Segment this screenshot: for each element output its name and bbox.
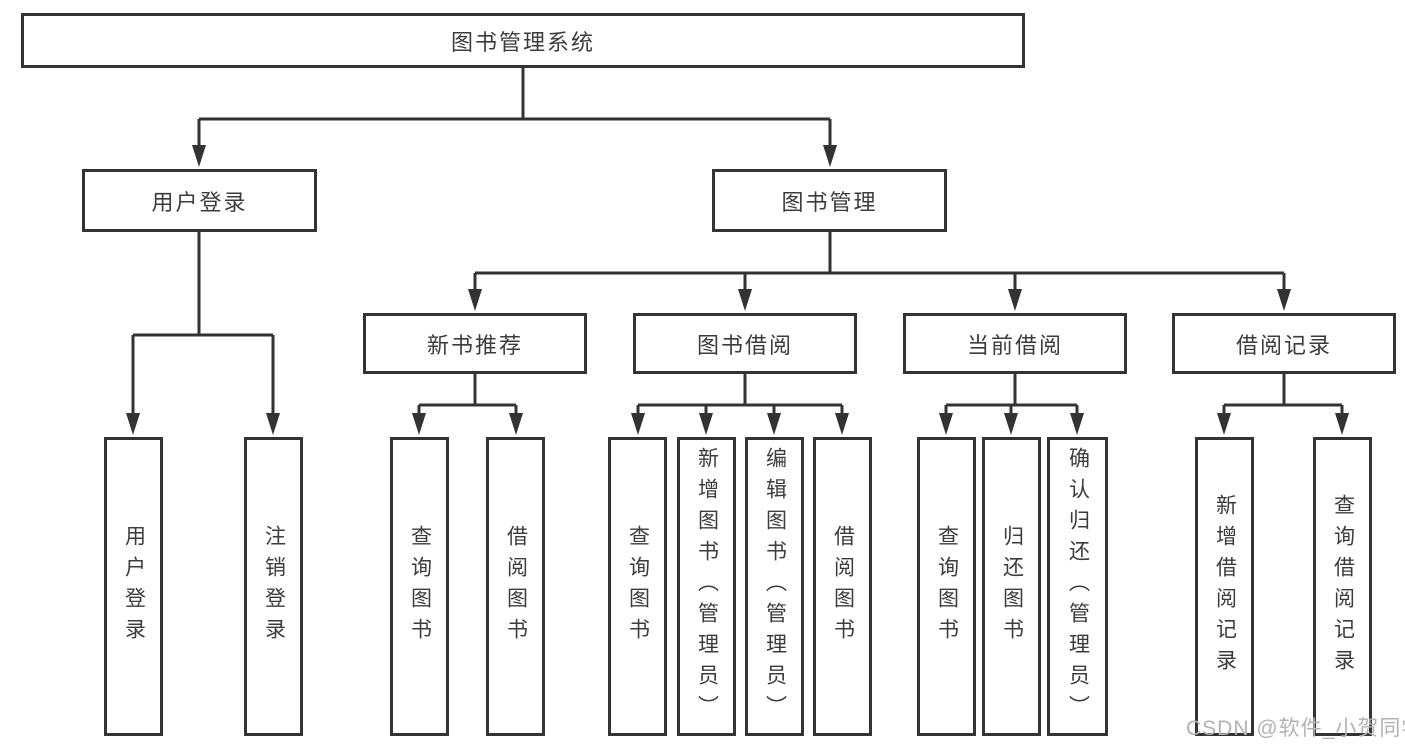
arrowhead-icon (266, 413, 280, 435)
csdn-watermark: CSDN @软件_小贺同学 (1186, 717, 1405, 740)
leaf-query-books-current: 查询图书 (917, 437, 976, 736)
node-label: 图书借阅 (696, 332, 793, 358)
arrowhead-icon (126, 413, 140, 435)
leaf-add-borrow-record: 新增借阅记录 (1195, 437, 1254, 736)
node-label: 借阅图书 (831, 524, 855, 649)
node-label: 查询图书 (626, 524, 650, 649)
node-borrowing-records: 借阅记录 (1172, 313, 1396, 374)
arrowhead-icon (699, 413, 713, 435)
node-label: 新书推荐 (426, 332, 523, 358)
arrowhead-icon (823, 145, 837, 167)
leaf-confirm-return-admin: 确认归还（管理员） (1047, 437, 1108, 736)
arrowhead-icon (1277, 289, 1291, 311)
arrowhead-icon (767, 413, 781, 435)
node-label: 查询借阅记录 (1331, 493, 1355, 680)
node-label: 用户登录 (151, 189, 248, 215)
node-label: 查询图书 (935, 524, 959, 649)
node-label: 图书管理系统 (450, 29, 595, 55)
leaf-logout: 注销登录 (244, 437, 303, 736)
leaf-return-books: 归还图书 (982, 437, 1041, 736)
node-book-management: 图书管理 (712, 169, 947, 232)
arrowhead-icon (192, 145, 206, 167)
node-label: 确认归还（管理员） (1066, 447, 1090, 726)
arrowhead-icon (1004, 413, 1018, 435)
node-current-borrowing: 当前借阅 (903, 313, 1127, 374)
node-label: 借阅图书 (504, 524, 528, 649)
node-label: 归还图书 (1000, 524, 1024, 649)
leaf-edit-books-admin: 编辑图书（管理员） (745, 437, 804, 736)
node-library-management-system: 图书管理系统 (21, 13, 1025, 68)
node-label: 新增图书（管理员） (695, 447, 719, 726)
node-label: 用户登录 (122, 524, 146, 649)
leaf-query-books-recommend: 查询图书 (390, 437, 449, 736)
node-label: 查询图书 (408, 524, 432, 649)
arrowhead-icon (738, 289, 752, 311)
node-label: 借阅记录 (1235, 332, 1332, 358)
arrowhead-icon (1008, 289, 1022, 311)
node-label: 新增借阅记录 (1213, 493, 1237, 680)
arrowhead-icon (1070, 413, 1084, 435)
leaf-add-books-admin: 新增图书（管理员） (677, 437, 736, 736)
node-label: 当前借阅 (966, 332, 1063, 358)
leaf-borrow-books-recommend: 借阅图书 (486, 437, 545, 736)
leaf-user-login: 用户登录 (104, 437, 163, 736)
arrowhead-icon (835, 413, 849, 435)
node-label: 注销登录 (262, 524, 286, 649)
arrowhead-icon (1217, 413, 1231, 435)
node-book-borrowing: 图书借阅 (633, 313, 857, 374)
leaf-query-borrow-record: 查询借阅记录 (1313, 437, 1372, 736)
node-label: 图书管理 (781, 189, 878, 215)
arrowhead-icon (412, 413, 426, 435)
node-user-login: 用户登录 (82, 169, 317, 232)
arrowhead-icon (1335, 413, 1349, 435)
arrowhead-icon (939, 413, 953, 435)
leaf-borrow-books: 借阅图书 (813, 437, 872, 736)
leaf-query-books-borrow: 查询图书 (608, 437, 667, 736)
connector-path (131, 68, 1344, 418)
arrowhead-icon (468, 289, 482, 311)
arrowhead-icon (631, 413, 645, 435)
arrowhead-icon (509, 413, 523, 435)
node-label: 编辑图书（管理员） (763, 447, 787, 726)
node-new-book-recommendation: 新书推荐 (363, 313, 587, 374)
